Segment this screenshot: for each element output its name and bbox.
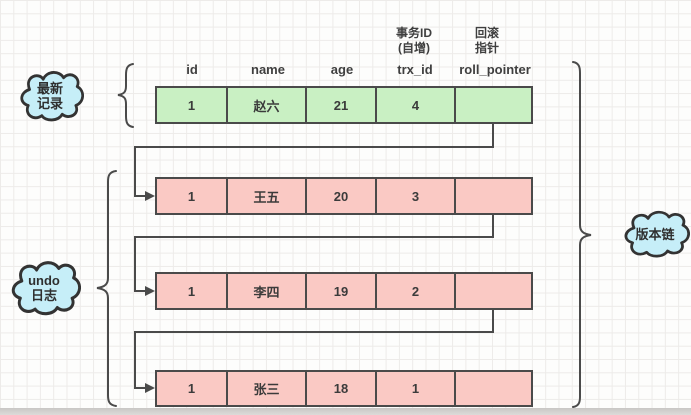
cloud-shape-icon: [624, 210, 690, 258]
column-header-name: name: [251, 62, 285, 77]
cell-id: 1: [157, 179, 228, 213]
arrowhead-2: [145, 286, 155, 296]
trx-id-note-line1: 事务ID: [395, 26, 433, 40]
arrowhead-3: [145, 383, 155, 393]
column-header-trx-id: trx_id: [397, 62, 433, 77]
cell-id: 1: [157, 372, 228, 405]
column-header-roll-pointer: roll_pointer: [459, 62, 531, 77]
version-chain-label: 版本链: [620, 209, 690, 259]
trx-id-note: 事务ID (自增): [396, 26, 432, 56]
cell-roll-pointer: [456, 372, 531, 405]
roll-pointer-note: 回滚 指针: [475, 26, 499, 56]
cell-age: 18: [307, 372, 377, 405]
bottom-edge-bar: [0, 408, 691, 415]
undo-log-row-2: 1 李四 19 2: [155, 272, 533, 310]
undo-log-row-3: 1 张三 18 1: [155, 370, 533, 407]
cell-trx-id: 4: [377, 88, 456, 122]
undo-log-brace: [96, 170, 117, 407]
latest-record-label-line1: 最新: [36, 81, 63, 96]
cloud-shape-icon: [11, 261, 81, 316]
cell-name: 赵六: [228, 88, 307, 122]
cell-age: 21: [307, 88, 377, 122]
roll-pointer-note-line2: 指针: [474, 41, 500, 55]
column-header-id: id: [186, 62, 198, 77]
cell-trx-id: 3: [377, 179, 456, 213]
version-chain-cloud: 版本链: [620, 209, 690, 259]
cloud-shape-icon: [20, 71, 84, 122]
cell-roll-pointer: [456, 274, 531, 308]
latest-record-label: 最新 记录: [16, 69, 84, 123]
cell-trx-id: 1: [377, 372, 456, 405]
version-chain-label-text: 版本链: [635, 226, 675, 242]
version-chain-brace: [572, 61, 592, 408]
cell-name: 张三: [228, 372, 307, 405]
undo-log-label-line2: 日志: [30, 288, 57, 303]
cell-id: 1: [157, 274, 228, 308]
trx-id-note-line2: (自增): [397, 41, 430, 55]
latest-record-row: 1 赵六 21 4: [155, 86, 533, 124]
undo-log-label: undo 日志: [7, 259, 81, 317]
undo-log-label-line1: undo: [28, 273, 60, 288]
cell-name: 王五: [228, 179, 307, 213]
cell-age: 20: [307, 179, 377, 213]
cell-roll-pointer: [456, 179, 531, 213]
latest-record-brace: [117, 63, 134, 128]
cell-id: 1: [157, 88, 228, 122]
column-header-age: age: [330, 62, 354, 77]
undo-log-row-1: 1 王五 20 3: [155, 177, 533, 215]
cell-name: 李四: [228, 274, 307, 308]
cell-roll-pointer: [456, 88, 531, 122]
cell-trx-id: 2: [377, 274, 456, 308]
arrowhead-1: [145, 191, 155, 201]
latest-record-cloud: 最新 记录: [16, 69, 84, 123]
undo-log-cloud: undo 日志: [7, 259, 81, 317]
cell-age: 19: [307, 274, 377, 308]
roll-pointer-note-line1: 回滚: [474, 26, 500, 40]
latest-record-label-line2: 记录: [36, 96, 63, 111]
